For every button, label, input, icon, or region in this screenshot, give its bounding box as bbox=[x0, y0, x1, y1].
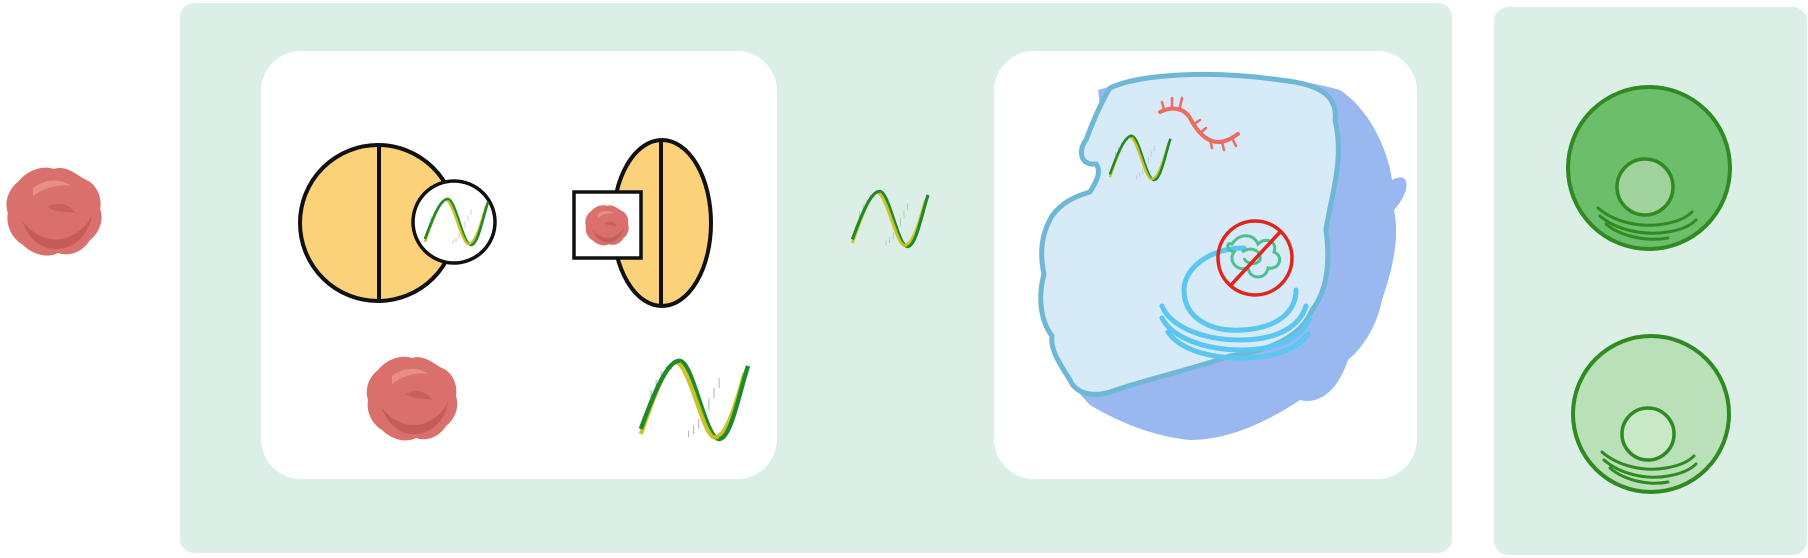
cell-icon bbox=[1038, 71, 1407, 440]
endoplasmic-reticulum-icon bbox=[1159, 245, 1313, 361]
split-sphere-icon bbox=[611, 138, 713, 308]
no-entry-icon bbox=[1216, 219, 1294, 297]
protein-blob-icon bbox=[6, 167, 102, 256]
dna-helix-icon bbox=[641, 361, 748, 439]
protein-blob-icon bbox=[366, 356, 458, 441]
protein-blob-icon bbox=[585, 205, 629, 246]
dna-inset-circle bbox=[411, 179, 497, 265]
green-cell-icon bbox=[1571, 334, 1731, 494]
ribosome-cluster bbox=[1226, 234, 1282, 279]
protein-inset-square bbox=[572, 190, 643, 260]
split-sphere-icon bbox=[298, 143, 458, 303]
mrna-strand-icon bbox=[1158, 96, 1240, 152]
dna-helix-icon bbox=[850, 189, 930, 249]
green-cell-icon bbox=[1566, 85, 1732, 251]
